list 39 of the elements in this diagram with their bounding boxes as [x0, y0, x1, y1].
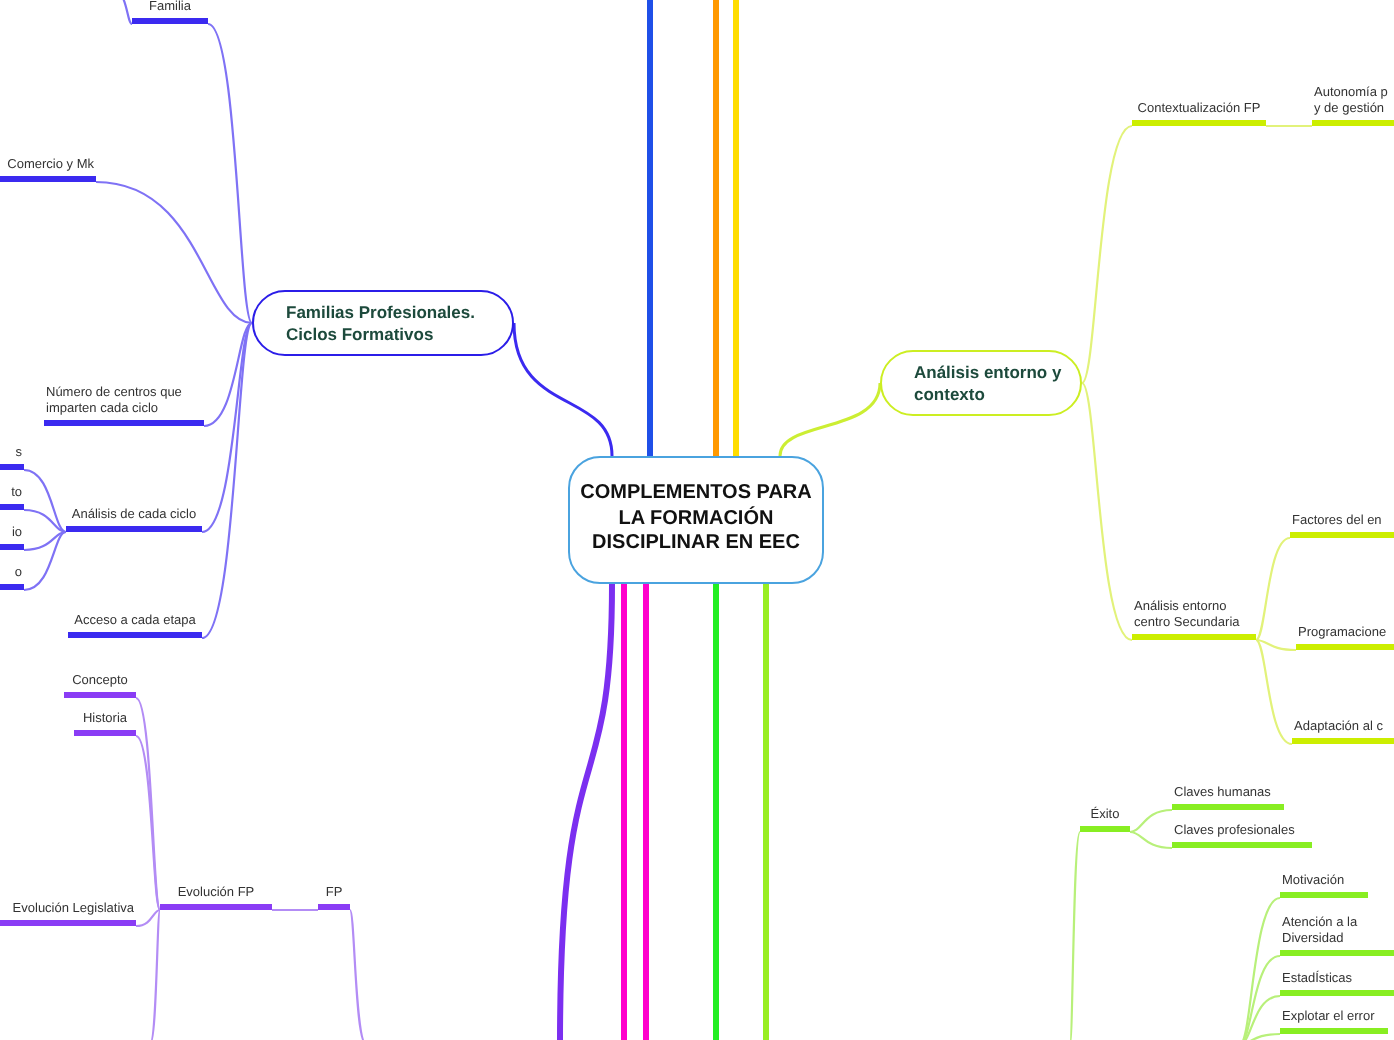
topic-box: Análisis entorno y contexto [880, 350, 1082, 416]
branch-line [1068, 831, 1082, 1040]
branch-line [1239, 994, 1281, 1040]
branch-line [272, 908, 318, 912]
branch-line [23, 530, 67, 592]
branch-line [201, 322, 253, 639]
branch-line [557, 583, 615, 1040]
branch-line [1255, 638, 1297, 652]
topic-box: Familias Profesionales. Ciclos Formativos [252, 290, 514, 356]
branch-line [135, 735, 161, 911]
branch-line [647, 0, 653, 456]
branch-line [1129, 830, 1173, 850]
branch-line [201, 322, 253, 533]
branch-line [1081, 125, 1133, 384]
branch-line [713, 584, 719, 1040]
branch-line [512, 322, 614, 457]
branch-line [1239, 897, 1281, 1040]
branch-line [778, 382, 882, 457]
branch-line [23, 530, 67, 552]
branch-line [23, 468, 67, 533]
branch-line [1239, 954, 1281, 1040]
branch-line [763, 584, 769, 1040]
branch-line [149, 909, 162, 1040]
branch-line [23, 508, 67, 534]
branch-line [1129, 808, 1173, 834]
branch-line [621, 584, 627, 1040]
branch-line [713, 0, 719, 456]
branch-line [1266, 124, 1312, 128]
branch-line [349, 909, 367, 1040]
branch-line [643, 584, 649, 1040]
branch-line [1081, 382, 1133, 641]
branch-line [207, 23, 253, 324]
central-topic: COMPLEMENTOS PARA LA FORMACIÓN DISCIPLINAR EN EEC [568, 456, 824, 584]
branch-line [135, 908, 161, 928]
branch-line [203, 322, 253, 428]
branch-line [733, 0, 739, 456]
branch-line [1255, 536, 1291, 641]
branch-line [95, 180, 253, 325]
branch-line [1255, 639, 1293, 746]
